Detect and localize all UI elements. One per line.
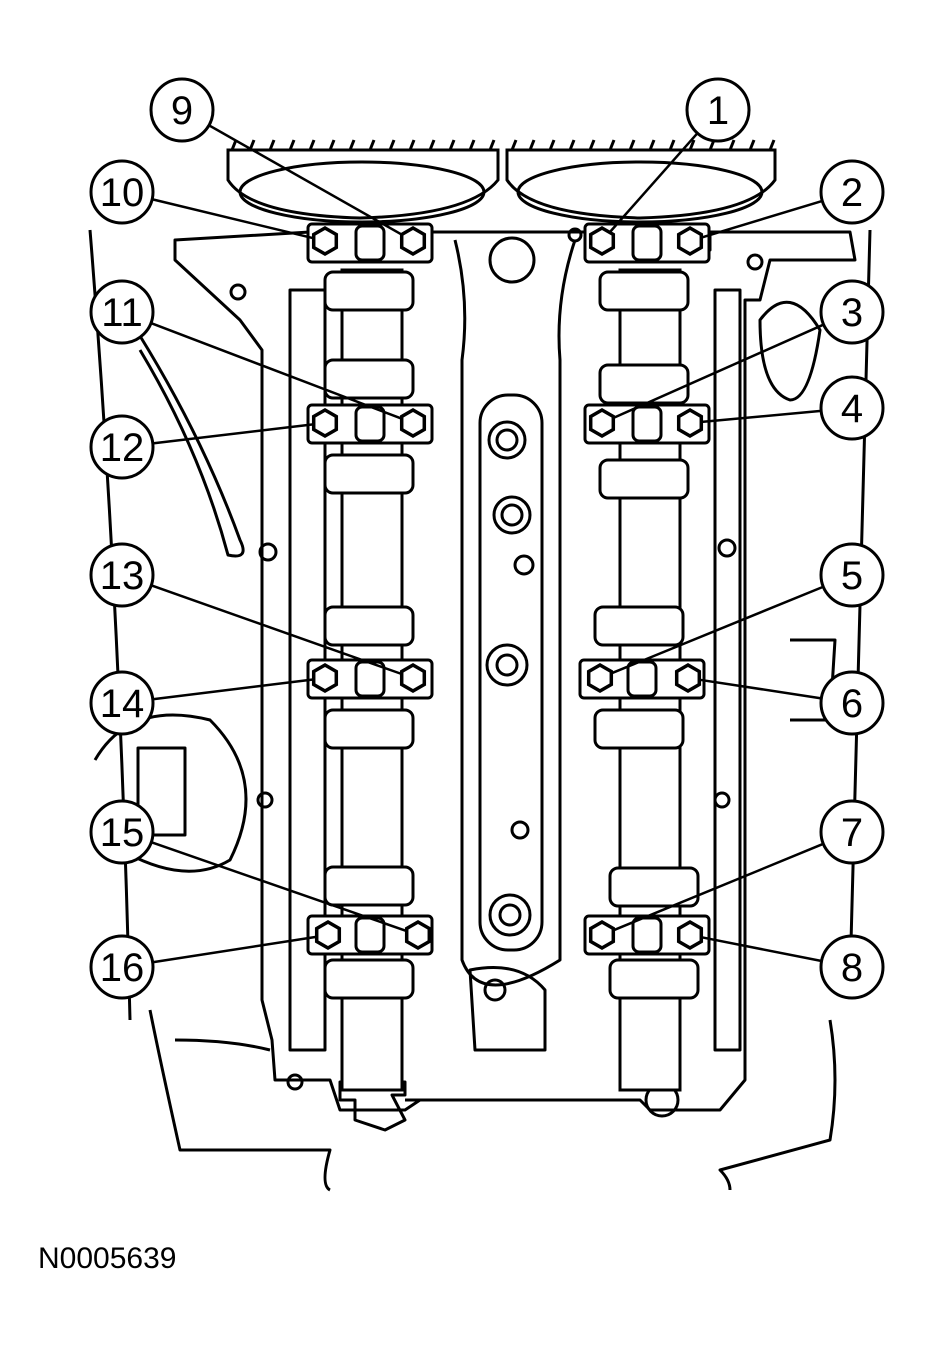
leader-line-12 [152,423,314,445]
callout-1: 1 [685,77,751,143]
bearing-cap [306,914,434,956]
bolt-6 [674,662,702,694]
cap-tab [631,224,663,262]
callout-circle [89,414,155,480]
callout-11: 11 [89,279,155,345]
cap-tab [354,224,386,262]
callout-number: 5 [841,554,863,598]
leader-line-8 [701,936,822,963]
callout-circle [89,799,155,865]
callout-16: 16 [89,934,155,1000]
camshaft-gears [226,139,777,224]
callout-circle [819,542,885,608]
callout-circle [89,279,155,345]
callout-6: 6 [819,670,885,736]
figure-id: N0005639 [38,1242,177,1275]
callout-number: 14 [100,682,145,726]
cap-tab [631,916,663,954]
bolt-15 [404,919,432,951]
bolt-5 [586,662,614,694]
bearing-caps [306,222,711,956]
bolt-16 [314,919,342,951]
callout-10: 10 [89,159,155,225]
callout-circle [819,279,885,345]
bolt-1 [588,225,616,257]
callout-2: 2 [819,159,885,225]
leader-line-16 [152,935,317,964]
leader-line-15 [150,841,408,933]
leader-line-14 [152,678,314,701]
callout-circle [89,542,155,608]
bolt-3 [588,407,616,439]
callout-number: 3 [841,291,863,335]
callout-number: 13 [100,554,145,598]
callout-4: 4 [819,375,885,441]
leader-line-4 [701,409,822,424]
bolt-4 [676,407,704,439]
callout-circle [819,670,885,736]
callout-number: 12 [100,426,145,470]
bolt-14 [311,662,339,694]
bolt-8 [676,919,704,951]
bolt-7 [588,919,616,951]
bearing-cap [583,403,711,445]
callout-circle [89,159,155,225]
callout-circle [685,77,751,143]
leader-line-7 [612,842,824,932]
callout-5: 5 [819,542,885,608]
callout-circle [89,934,155,1000]
callout-12: 12 [89,414,155,480]
callout-circle [819,159,885,225]
callout-circle [819,934,885,1000]
leader-line-1 [609,132,699,233]
callout-15: 15 [89,799,155,865]
bolt-11 [399,407,427,439]
callout-number: 16 [100,946,145,990]
bolt-2 [676,225,704,257]
callout-13: 13 [89,542,155,608]
leader-lines [150,124,825,964]
leader-line-5 [610,585,824,675]
cap-tab [631,405,663,443]
callout-number: 6 [841,682,863,726]
callout-circle [149,77,215,143]
bolt-10 [311,225,339,257]
callout-number: 15 [100,811,145,855]
leader-line-6 [699,678,822,700]
callout-7: 7 [819,799,885,865]
callout-number: 2 [841,171,863,215]
callout-8: 8 [819,934,885,1000]
bolt-12 [311,407,339,439]
callout-number: 10 [100,171,145,215]
callout-circle [89,670,155,736]
leader-line-11 [150,321,403,420]
leader-line-13 [150,584,403,676]
callout-14: 14 [89,670,155,736]
callout-circle [819,375,885,441]
callout-circle [819,799,885,865]
callout-number: 1 [707,89,729,133]
leader-line-2 [701,199,823,239]
callout-number: 4 [841,387,863,431]
leader-line-3 [612,323,825,420]
callout-number: 11 [101,291,143,335]
bolt-9 [399,225,427,257]
bolt-13 [399,662,427,694]
callout-number: 7 [841,811,863,855]
cap-bolts [311,225,704,951]
engine-outline [88,227,872,1192]
leader-line-9 [208,124,404,237]
callout-9: 9 [149,77,215,143]
callout-number: 9 [171,89,193,133]
leader-line-10 [151,198,314,240]
callout-number: 8 [841,946,863,990]
callout-3: 3 [819,279,885,345]
